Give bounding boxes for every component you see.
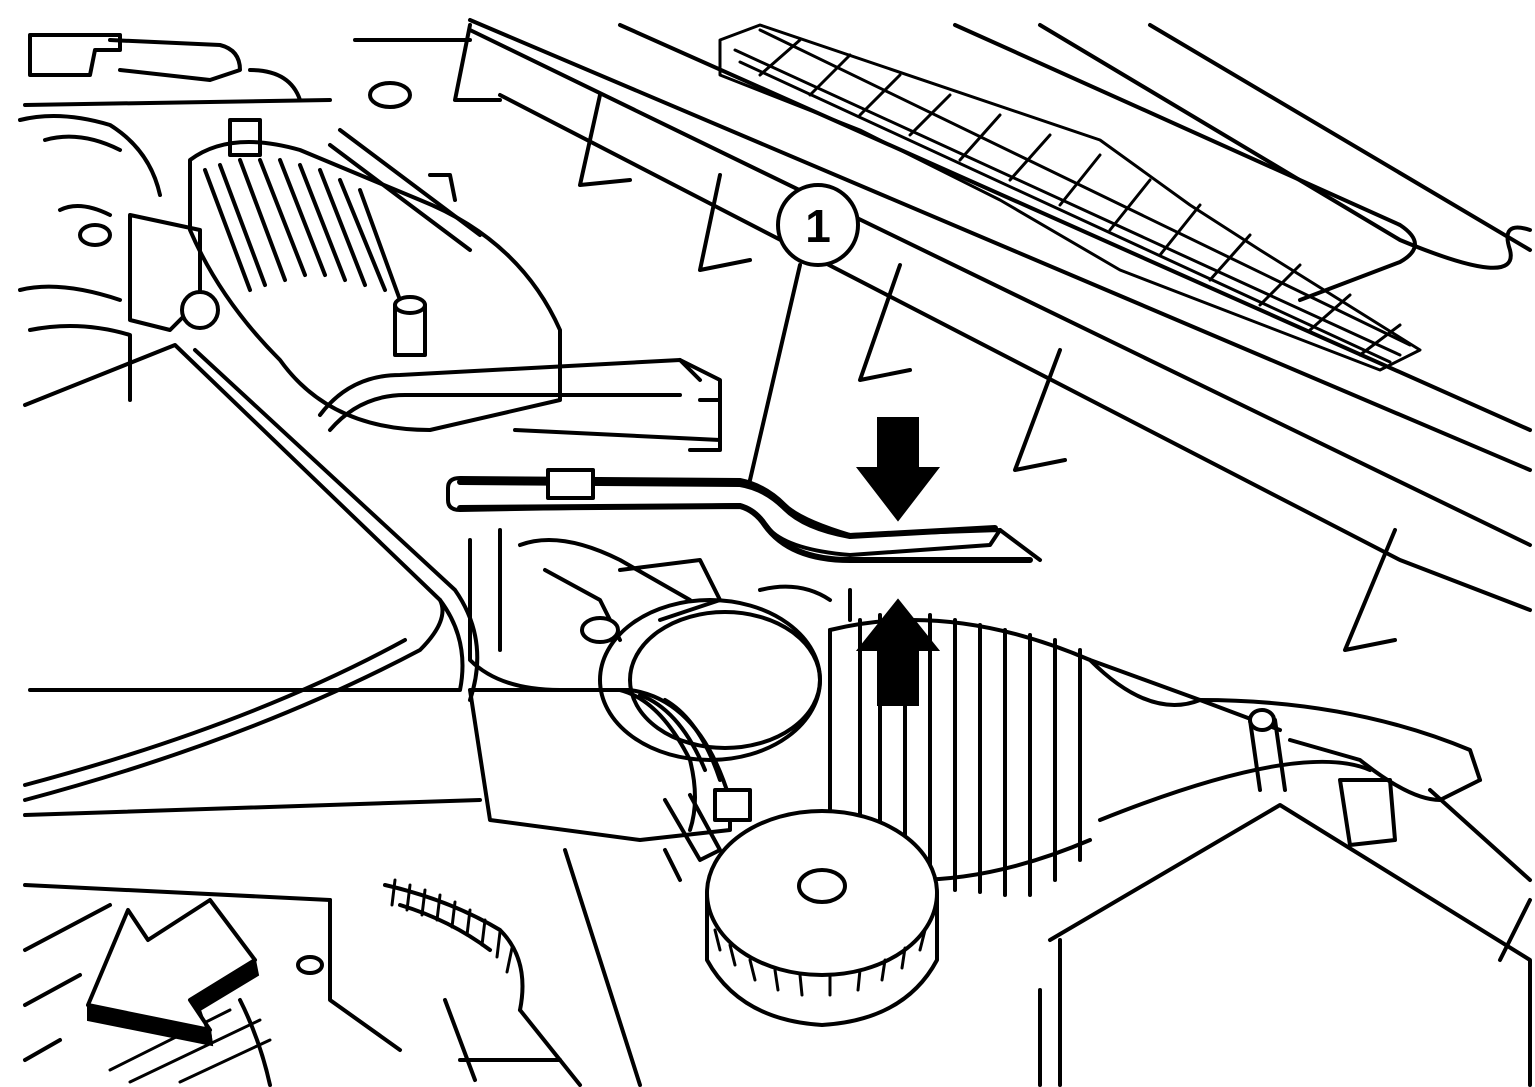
lower-left-body-lines (23, 883, 332, 1084)
callout-1: 1 (748, 183, 860, 482)
right-side-housing (1038, 708, 1532, 1087)
hose-clamp (663, 788, 752, 882)
reservoir-cap (705, 809, 939, 1027)
air-intake-duct (468, 598, 1482, 897)
intake-plenum (188, 118, 562, 432)
front-direction-arrow-icon (86, 898, 260, 1047)
coolant-hose-upper (318, 358, 722, 452)
callout-1-label: 1 (805, 200, 831, 252)
wiring-harness (238, 848, 642, 1087)
air-cleaner-housing (23, 343, 482, 817)
cowl-grille-mesh (718, 23, 1422, 372)
upper-left-components (18, 33, 472, 197)
push-direction-arrow-icon (855, 417, 941, 706)
cowl-panel (453, 18, 1532, 652)
throttle-bracket (18, 204, 220, 402)
hose-1 (446, 468, 1042, 563)
